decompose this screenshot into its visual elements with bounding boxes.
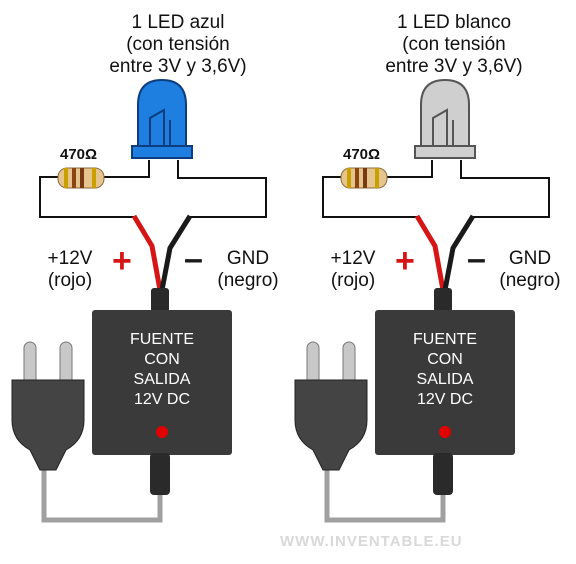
supply-line3-right: SALIDA (416, 371, 474, 388)
led-title-left-line3: entre 3V y 3,6V) (109, 56, 247, 77)
negative-label-left: GND (negro) (208, 248, 288, 292)
plug-body-right (294, 379, 368, 471)
led-title-right: 1 LED blanco (con tensión entre 3V y 3,6… (354, 12, 554, 78)
resistor-wire-left (39, 176, 136, 218)
supply-line2-left: CON (144, 351, 180, 368)
led-title-right-line3: entre 3V y 3,6V) (385, 56, 523, 77)
positive-voltage-right: +12V (330, 248, 376, 269)
supply-line1-right: FUENTE (413, 331, 477, 348)
supply-line4-right: 12V DC (416, 391, 474, 408)
minus-sign-left: – (184, 240, 203, 278)
resistor-lead-right (387, 160, 433, 178)
led-cathode-wire-right (460, 160, 550, 218)
strain-relief-bottom-left (150, 453, 170, 495)
led-title-right-line1: 1 LED blanco (396, 12, 512, 33)
resistor-value-left: 470Ω (60, 146, 98, 163)
negative-label-right: GND (negro) (490, 248, 570, 292)
resistor-value-right: 470Ω (343, 146, 381, 163)
led-cathode-wire-left (177, 160, 267, 218)
power-indicator-left (156, 426, 168, 438)
led-dome-right (420, 78, 470, 151)
strain-relief-top-right (434, 288, 452, 312)
resistor-left (57, 167, 105, 189)
red-lead-right (414, 214, 446, 291)
strain-relief-top-left (151, 288, 169, 312)
supply-label-left: FUENTE CON SALIDA 12V DC (92, 330, 232, 410)
resistor-wire-right (322, 176, 419, 218)
positive-label-right: +12V (rojo) (313, 248, 393, 292)
positive-color-left: (rojo) (47, 270, 93, 291)
resistor-right (340, 167, 388, 189)
plus-sign-right: + (395, 242, 415, 280)
led-title-left-line1: 1 LED azul (131, 12, 225, 33)
supply-line4-left: 12V DC (133, 391, 191, 408)
negative-name-left: GND (226, 248, 270, 269)
led-die-right (432, 108, 454, 146)
led-right (414, 78, 476, 159)
black-lead-left (159, 214, 193, 291)
led-die-left (149, 108, 171, 146)
led-title-left-line2: (con tensión (126, 34, 230, 55)
plug-cable-right (324, 470, 446, 523)
positive-voltage-left: +12V (47, 248, 93, 269)
positive-label-left: +12V (rojo) (30, 248, 110, 292)
negative-color-left: (negro) (217, 270, 279, 291)
led-left (131, 78, 193, 159)
led-title-left: 1 LED azul (con tensión entre 3V y 3,6V) (78, 12, 278, 78)
plug-body-left (11, 379, 85, 471)
led-dome-left (137, 78, 187, 151)
power-supply-left (92, 310, 232, 455)
positive-color-right: (rojo) (330, 270, 376, 291)
strain-relief-bottom-right (433, 453, 453, 495)
resistor-lead-left (104, 160, 150, 178)
supply-label-right: FUENTE CON SALIDA 12V DC (375, 330, 515, 410)
led-base-left (131, 145, 193, 159)
power-indicator-right (439, 426, 451, 438)
minus-sign-right: – (467, 240, 486, 278)
supply-line1-left: FUENTE (130, 331, 194, 348)
plus-sign-left: + (112, 242, 132, 280)
red-lead-left (131, 214, 163, 291)
black-lead-right (442, 214, 476, 291)
led-base-right (414, 145, 476, 159)
led-title-right-line2: (con tensión (402, 34, 506, 55)
supply-line3-left: SALIDA (133, 371, 191, 388)
watermark: WWW.INVENTABLE.EU (280, 533, 463, 550)
circuit-left (11, 78, 267, 523)
power-supply-right (375, 310, 515, 455)
supply-line2-right: CON (427, 351, 463, 368)
negative-name-right: GND (508, 248, 552, 269)
circuit-right (294, 78, 550, 523)
plug-cable-left (41, 470, 163, 523)
negative-color-right: (negro) (499, 270, 561, 291)
